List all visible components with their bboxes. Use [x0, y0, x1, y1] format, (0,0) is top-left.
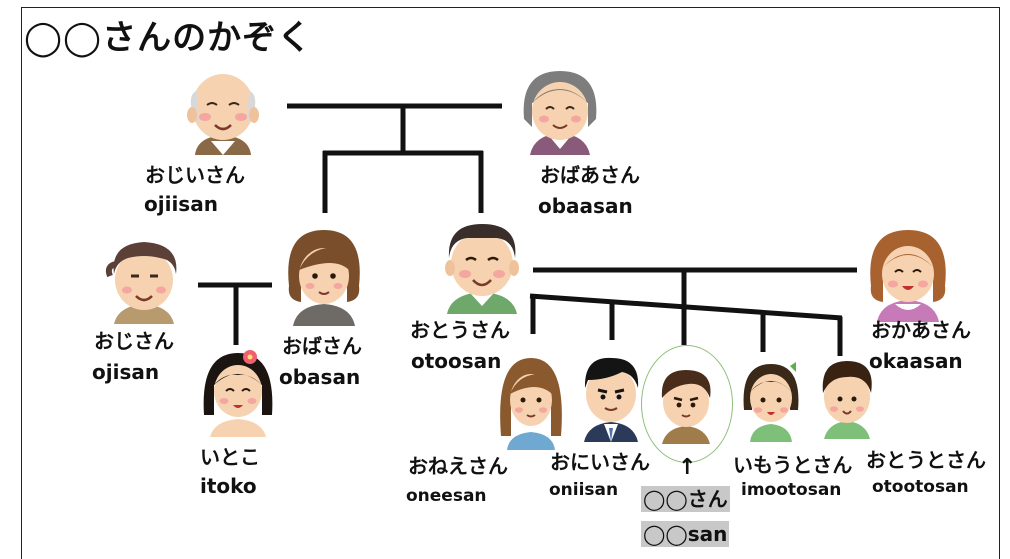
otootosan-jp-label: おとうとさん [866, 448, 986, 472]
self-jp-label: ◯◯さん [641, 486, 730, 512]
ojisan-romaji-label: ojisan [92, 360, 160, 384]
itoko-romaji-label: itoko [200, 474, 257, 498]
obasan-romaji-label: obasan [279, 365, 361, 389]
self-pointer-arrow: ↑ [678, 455, 697, 480]
ojiisan-jp-label: おじいさん [145, 163, 245, 187]
itoko-jp-label: いとこ [200, 445, 260, 469]
imootosan-romaji-label: imootosan [741, 480, 842, 500]
father-icon [437, 218, 527, 314]
obaasan-jp-label: おばあさん [540, 163, 640, 187]
younger-sister-icon [738, 358, 804, 442]
aunt-icon [281, 226, 367, 326]
okaasan-jp-label: おかあさん [871, 318, 971, 342]
mother-icon [865, 226, 951, 322]
self-jp-text: ◯◯さん [641, 486, 730, 512]
okaasan-romaji-label: okaasan [869, 349, 963, 373]
self-highlight-ring [641, 345, 733, 463]
obaasan-romaji-label: obaasan [538, 194, 633, 218]
self-romaji-text: ◯◯san [641, 521, 730, 547]
cousin-icon [200, 345, 276, 437]
otoosan-jp-label: おとうさん [410, 318, 510, 342]
ojisan-jp-label: おじさん [94, 329, 174, 353]
obasan-jp-label: おばさん [282, 334, 362, 358]
self-boy-icon [652, 364, 720, 444]
oneesan-romaji-label: oneesan [406, 486, 487, 506]
otoosan-romaji-label: otoosan [411, 349, 502, 373]
oniisan-romaji-label: oniisan [549, 480, 619, 500]
otootosan-romaji-label: otootosan [872, 477, 969, 497]
grandfather-icon [177, 63, 269, 155]
ojiisan-romaji-label: ojiisan [144, 192, 218, 216]
older-brother-icon [576, 350, 646, 442]
uncle-icon [100, 232, 188, 324]
grandmother-icon [514, 63, 606, 155]
imootosan-jp-label: いもうとさん [733, 453, 853, 477]
self-romaji-label: ◯◯san [641, 521, 730, 547]
page-title: ◯◯さんのかぞく [24, 18, 313, 58]
younger-brother-icon [814, 355, 880, 439]
older-sister-icon [497, 352, 565, 450]
oneesan-jp-label: おねえさん [408, 454, 508, 478]
oniisan-jp-label: おにいさん [550, 450, 650, 474]
diagram-frame [21, 7, 1000, 559]
